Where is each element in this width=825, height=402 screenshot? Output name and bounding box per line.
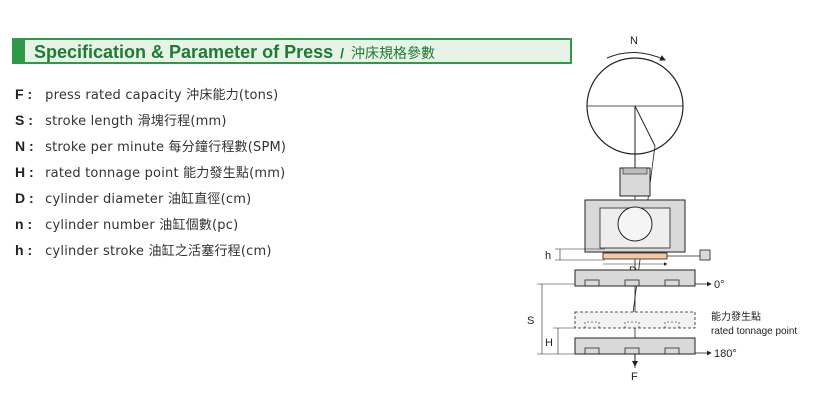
header-accent-bar [14,40,25,62]
label-F: F [631,371,638,383]
title-english: Specification & Parameter of Press [34,42,334,62]
param-item-F: F : press rated capacity 沖床能力(tons) [15,84,286,110]
title-separator: / [340,45,345,61]
ball-joint [617,206,653,242]
param-symbol: h [15,242,24,258]
label-S: S [527,315,534,327]
bolster-top-slots [584,279,680,286]
label-180deg: 180° [714,348,737,360]
press-diagram: N h D 0° 能力發生點 rated tonnage point 180° … [527,35,797,383]
gauge-block [699,249,711,261]
param-colon: : [28,112,33,128]
param-symbol: N [15,138,26,154]
param-colon: : [29,190,34,206]
param-symbol: n [15,216,24,232]
label-h: h [545,250,551,262]
param-description: cylinder stroke 油缸之活塞行程(cm) [45,244,272,259]
section-header: Specification & Parameter of Press / 沖床規… [12,38,572,64]
param-colon: : [27,86,33,102]
param-item-N: N : stroke per minute 每分鐘行程數(SPM) [15,136,286,162]
param-symbol: H [15,164,26,180]
param-symbol: F [15,86,24,102]
crank-arm [634,105,656,147]
bolster-bottom-slots [584,347,680,354]
label-H: H [545,337,553,349]
cylinder-plate [602,252,668,260]
title-chinese: 沖床規格參數 [351,45,436,61]
param-description: rated tonnage point 能力發生點(mm) [45,166,286,181]
parameter-list: F : press rated capacity 沖床能力(tons) S : … [15,84,286,266]
rotation-arrow [606,52,666,61]
label-point-en: rated tonnage point [711,326,797,337]
section-title: Specification & Parameter of Press / 沖床規… [34,41,435,64]
param-item-h: h : cylinder stroke 油缸之活塞行程(cm) [15,240,286,266]
slide-cap [622,167,648,175]
param-colon: : [29,138,34,154]
param-item-D: D : cylinder diameter 油缸直徑(cm) [15,188,286,214]
bolster-bottom [574,337,696,355]
label-0deg: 0° [714,279,725,291]
label-point-zh: 能力發生點 [711,310,761,323]
param-colon: : [27,216,33,232]
param-colon: : [29,164,34,180]
bolster-top [574,269,696,287]
bolster-rated-slots [584,321,680,328]
bolster-rated [574,311,696,329]
param-description: cylinder diameter 油缸直徑(cm) [45,192,252,207]
param-symbol: S [15,112,25,128]
param-item-H: H : rated tonnage point 能力發生點(mm) [15,162,286,188]
param-colon: : [27,242,33,258]
param-item-S: S : stroke length 滑塊行程(mm) [15,110,286,136]
param-item-n: n : cylinder number 油缸個數(pc) [15,214,286,240]
param-description: press rated capacity 沖床能力(tons) [45,88,279,103]
param-description: stroke length 滑塊行程(mm) [45,114,227,129]
label-N: N [630,35,638,47]
param-description: cylinder number 油缸個數(pc) [45,218,239,233]
param-description: stroke per minute 每分鐘行程數(SPM) [45,140,287,155]
param-symbol: D [15,190,26,206]
